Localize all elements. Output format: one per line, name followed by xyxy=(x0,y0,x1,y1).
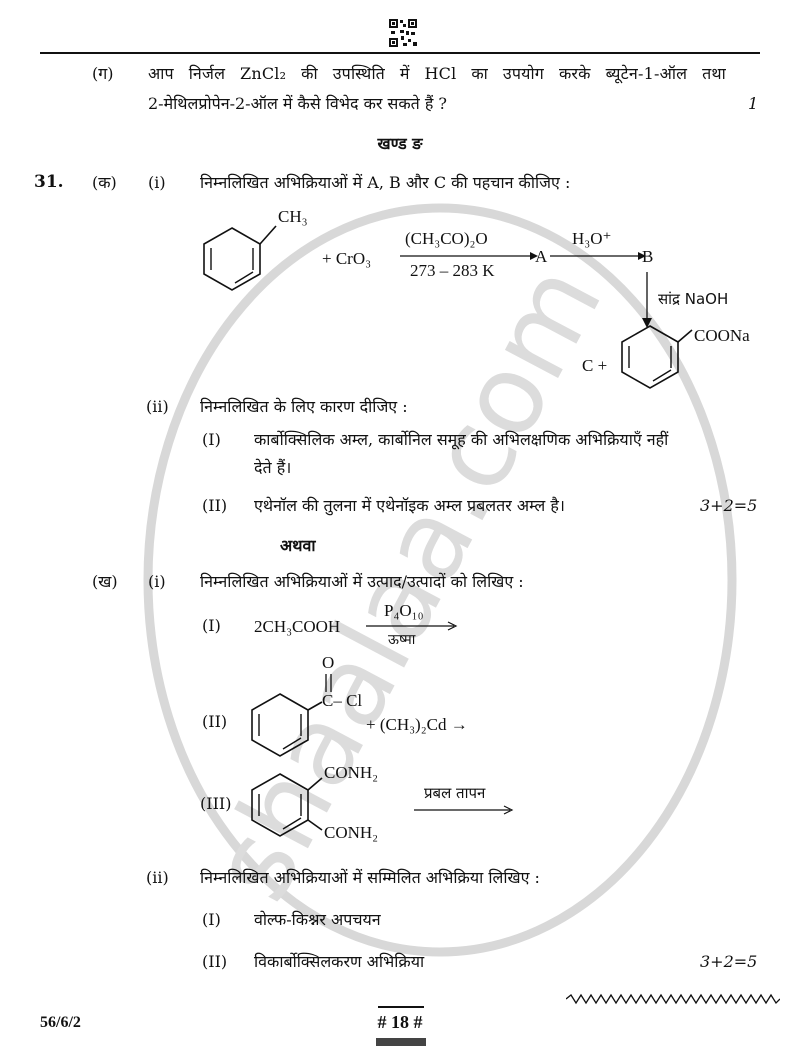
section-title: खण्ड ङ xyxy=(377,134,423,153)
benzene-ring-icon xyxy=(621,325,693,389)
kh-rxn2-reagent: + (CH₃)₂Cd → xyxy=(366,715,468,734)
c-plus: C + xyxy=(582,356,607,375)
kh-ii-item-2: विकार्बोक्सिलकरण अभिक्रिया xyxy=(254,952,425,971)
arrow2-above: H₃O⁺ xyxy=(572,229,611,248)
kh-rxn1-reactant: 2CH₃COOH xyxy=(254,617,340,636)
question-g-line1: आप निर्जल ZnCl₂ की उपस्थिति में HCl का उ… xyxy=(148,64,726,83)
marks-k: 3+2=5 xyxy=(700,496,758,515)
reagent-cro3: + CrO₃ xyxy=(322,249,371,268)
reaction-scheme-1: CH₃ + CrO₃ (CH₃CO)₂O 273 – 283 K A H₃O⁺ … xyxy=(203,207,750,389)
kh-rxn2-group: C– Cl xyxy=(322,691,362,710)
kh-rxn-label-3: (III) xyxy=(200,794,232,813)
kh-sub-i-text: निम्नलिखित अभिक्रियाओं में उत्पाद/उत्पाद… xyxy=(200,572,524,591)
part-k-label: (क) xyxy=(92,173,117,192)
sub-ii-text: निम्नलिखित के लिए कारण दीजिए : xyxy=(200,397,408,416)
reason-1-line2: देते हैं। xyxy=(254,458,292,477)
question-g-line2: 2-मेथिलप्रोपेन-2-ऑल में कैसे विभेद कर सक… xyxy=(148,94,447,113)
kh-rxn-label-1: (I) xyxy=(202,616,221,635)
kh-rxn3-group2: CONH₂ xyxy=(324,823,378,842)
kh-rxn1-below: ऊष्मा xyxy=(388,632,416,648)
marks-g: 1 xyxy=(748,94,759,113)
kh-rxn1-above: P₄O₁₀ xyxy=(384,601,424,620)
footer-code: 56/6/2 xyxy=(40,1014,81,1031)
arrow1-below: 273 – 283 K xyxy=(410,261,495,280)
kh-reaction-3: CONH₂ CONH₂ प्रबल तापन xyxy=(251,763,514,842)
benzene-ring-icon xyxy=(251,773,323,837)
product-b: B xyxy=(642,247,653,266)
product-group: COONa xyxy=(694,326,750,345)
header-rule xyxy=(40,52,760,54)
footer-wavy-line xyxy=(566,993,780,1005)
question-number: 31. xyxy=(34,172,64,192)
footer-page-bar xyxy=(376,1038,426,1046)
kh-rxn3-group1: CONH₂ xyxy=(324,763,378,782)
side-reagent: सांद्र NaOH xyxy=(658,290,728,308)
athva-divider: अथवा xyxy=(280,536,316,555)
sub-ii-label: (ii) xyxy=(146,397,169,416)
footer-page-rule-top xyxy=(378,1006,424,1008)
footer-page-number: # 18 # xyxy=(377,1012,423,1032)
qr-code-icon xyxy=(388,18,418,48)
reason-label-1: (I) xyxy=(202,430,221,449)
kh-sub-ii-text: निम्नलिखित अभिक्रियाओं में सम्मिलित अभिक… xyxy=(200,868,540,887)
substituent-ch3: CH₃ xyxy=(278,207,308,226)
kh-ii-item-1: वोल्फ-किश्नर अपचयन xyxy=(254,910,381,929)
kh-rxn3-above: प्रबल तापन xyxy=(424,784,486,802)
kh-reaction-2: O C– Cl + (CH₃)₂Cd → xyxy=(251,653,468,757)
kh-rxn2-o: O xyxy=(322,653,334,672)
kh-sub-i-label: (i) xyxy=(148,572,166,591)
kh-rxn-label-2: (II) xyxy=(202,712,228,731)
sub-i-text: निम्नलिखित अभिक्रियाओं में A, B और C की … xyxy=(200,173,571,192)
kh-ii-label-2: (II) xyxy=(202,952,228,971)
benzene-ring-icon xyxy=(203,225,277,291)
kh-reaction-1: 2CH₃COOH P₄O₁₀ ऊष्मा xyxy=(254,601,458,648)
kh-sub-ii-label: (ii) xyxy=(146,868,169,887)
benzene-ring-icon xyxy=(251,693,323,757)
product-a: A xyxy=(535,247,548,266)
marks-kh: 3+2=5 xyxy=(700,952,758,971)
arrow1-above: (CH₃CO)₂O xyxy=(405,229,488,248)
kh-ii-label-1: (I) xyxy=(202,910,221,929)
reason-2-line1: एथेनॉल की तुलना में एथेनॉइक अम्ल प्रबलतर… xyxy=(254,496,565,515)
question-label-g: (ग) xyxy=(92,64,114,83)
sub-i-label: (i) xyxy=(148,173,166,192)
part-kh-label: (ख) xyxy=(92,572,118,591)
reason-1-line1: कार्बोक्सिलिक अम्ल, कार्बोनिल समूह की अभ… xyxy=(254,430,669,449)
reason-label-2: (II) xyxy=(202,496,228,515)
